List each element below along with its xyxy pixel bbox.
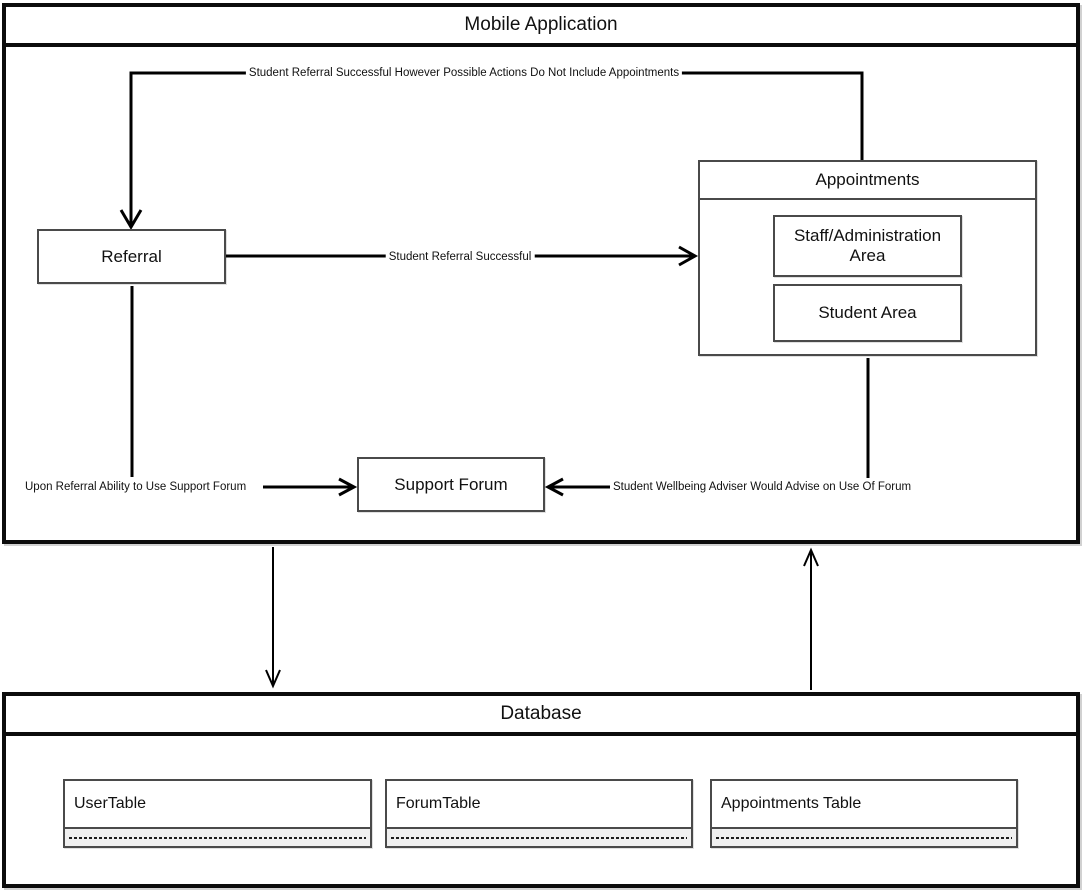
mobile-application-container: Mobile Application: [2, 3, 1080, 544]
edge-appointments-to-forum-arrowhead: [544, 477, 564, 497]
dashed-attribute-placeholder: [69, 836, 366, 839]
node-staff-administration-area-label: Staff/Administration Area: [793, 226, 942, 265]
node-support-forum: Support Forum: [357, 457, 545, 512]
edge-label-wellbeing-adviser: Student Wellbeing Adviser Would Advise o…: [610, 480, 915, 494]
edge-appointments-to-referral-arrowhead: [119, 209, 143, 230]
edge-referral-to-forum-arrowhead: [338, 477, 358, 497]
table-forum-table: ForumTable: [385, 779, 693, 848]
edge-label-no-appointments: Student Referral Successful However Poss…: [245, 66, 683, 80]
node-staff-administration-area: Staff/Administration Area: [773, 215, 962, 277]
node-appointments-title-label: Appointments: [815, 170, 920, 189]
edge-label-upon-referral: Upon Referral Ability to Use Support For…: [22, 480, 250, 494]
table-forum-table-empty-row: [387, 829, 691, 846]
dashed-attribute-placeholder: [716, 836, 1012, 839]
node-student-area-label: Student Area: [818, 303, 917, 322]
connector-app-to-db-arrowhead: [265, 669, 281, 689]
table-forum-table-header: ForumTable: [387, 781, 691, 829]
dashed-attribute-placeholder: [391, 836, 687, 839]
node-referral: Referral: [37, 229, 226, 284]
table-appointments-table-name: Appointments Table: [721, 795, 862, 812]
database-title: Database: [6, 696, 1076, 736]
edge-referral-to-appointments-arrowhead: [678, 245, 699, 267]
table-appointments-table-empty-row: [712, 829, 1016, 846]
node-referral-label: Referral: [101, 246, 162, 266]
node-support-forum-label: Support Forum: [394, 474, 508, 494]
table-user-table-empty-row: [65, 829, 370, 846]
connector-db-to-app-arrowhead: [803, 547, 819, 567]
edge-label-referral-successful: Student Referral Successful: [385, 250, 535, 264]
table-appointments-table-header: Appointments Table: [712, 781, 1016, 829]
database-title-label: Database: [500, 703, 582, 724]
table-user-table-header: UserTable: [65, 781, 370, 829]
mobile-application-title-label: Mobile Application: [464, 14, 618, 35]
table-appointments-table: Appointments Table: [710, 779, 1018, 848]
table-user-table: UserTable: [63, 779, 372, 848]
table-forum-table-name: ForumTable: [396, 795, 481, 812]
node-appointments-title: Appointments: [700, 162, 1035, 200]
database-container: Database: [2, 692, 1080, 888]
node-student-area: Student Area: [773, 284, 962, 342]
mobile-application-title: Mobile Application: [6, 7, 1076, 47]
table-user-table-name: UserTable: [74, 795, 147, 812]
